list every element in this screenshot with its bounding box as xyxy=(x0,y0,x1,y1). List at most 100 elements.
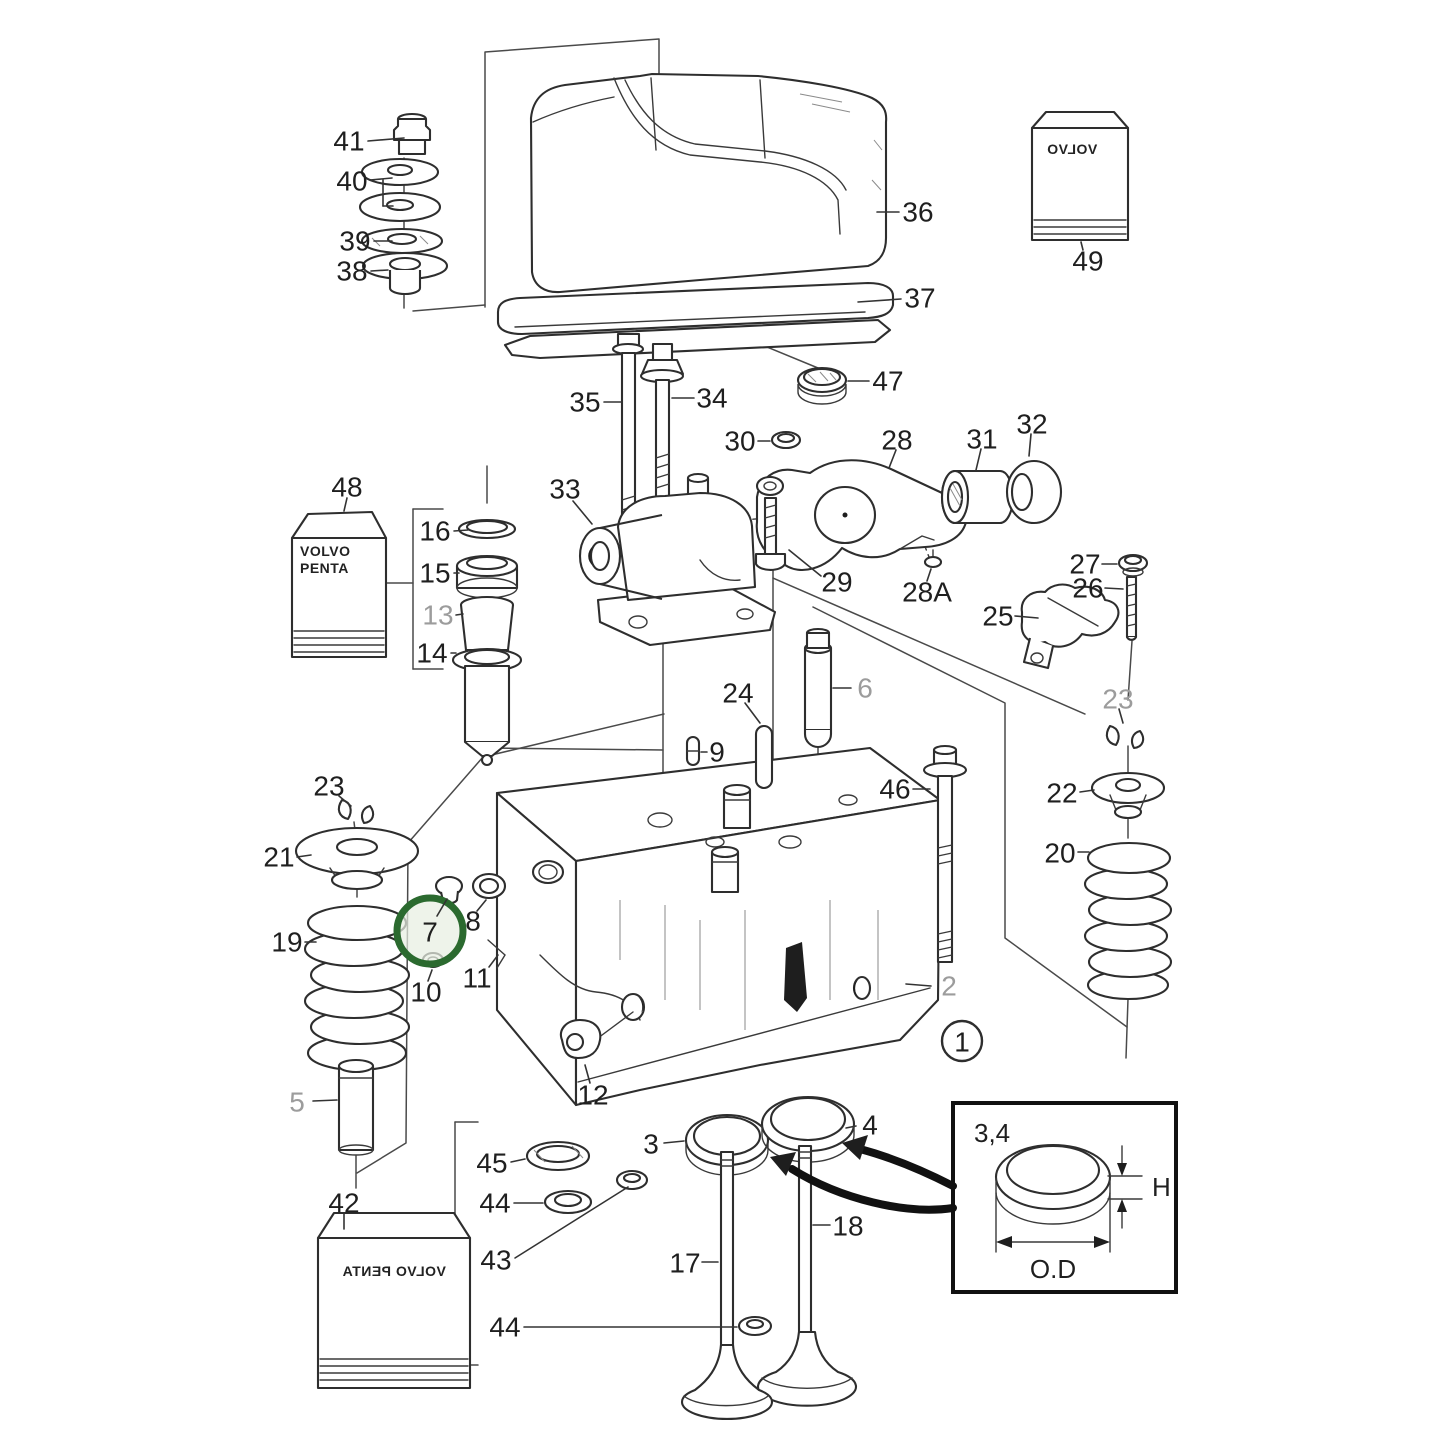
part-label-23: 23 xyxy=(1102,684,1133,715)
leader-line-48 xyxy=(343,497,348,512)
part-label-41: 41 xyxy=(333,126,364,157)
leader-line-33 xyxy=(572,500,593,525)
injector-housing-art xyxy=(578,472,777,647)
inset-part-label: 3,4 xyxy=(974,1118,1010,1148)
leader-line-41 xyxy=(367,137,405,142)
leader-line-28 xyxy=(888,449,897,469)
dowel-pin-art xyxy=(685,735,701,767)
leader-line-16 xyxy=(453,529,469,532)
rocker-roller-art xyxy=(1005,459,1063,525)
part-label-44: 44 xyxy=(479,1188,510,1219)
breather-stack-art xyxy=(358,112,449,296)
assembly-callout-number: 1 xyxy=(954,1027,970,1058)
leader-line-21 xyxy=(296,854,312,858)
leader-line-43 xyxy=(514,1186,629,1259)
part-label-24: 24 xyxy=(722,678,753,709)
leader-line-45 xyxy=(510,1158,526,1163)
head-bolt-art xyxy=(922,744,968,964)
valve-seat-art xyxy=(684,1095,856,1176)
valve-keepers-left-art xyxy=(337,798,375,825)
leader-line-26 xyxy=(1104,587,1124,590)
valve-guide-right-art xyxy=(803,627,833,749)
part-label-42: 42 xyxy=(328,1188,359,1219)
inset-od-label: O.D xyxy=(1030,1254,1076,1284)
brand-text-mirrored: VOLVO PENTA xyxy=(342,1263,446,1279)
part-label-13: 13 xyxy=(422,600,453,631)
part-label-14: 14 xyxy=(416,638,447,669)
part-label-8: 8 xyxy=(465,906,481,937)
injector-stack-art xyxy=(451,518,523,767)
part-label-19: 19 xyxy=(271,927,302,958)
leader-line-37 xyxy=(857,298,902,303)
leader-line-5 xyxy=(312,1099,338,1102)
part-label-36: 36 xyxy=(902,197,933,228)
leader-lines-layer xyxy=(296,137,1124,1328)
part-label-5: 5 xyxy=(289,1087,305,1118)
part-label-28: 28 xyxy=(881,425,912,456)
rocker-arm-art xyxy=(755,459,968,571)
part-label-11: 11 xyxy=(462,963,491,994)
leader-line-31 xyxy=(975,448,982,471)
intake-valve-art xyxy=(680,1150,774,1421)
assembly-callout: 1 xyxy=(940,1019,984,1063)
leader-line-12 xyxy=(584,1064,591,1084)
part-label-44: 44 xyxy=(489,1312,520,1343)
leader-line-28A xyxy=(926,568,932,582)
brand-text: PENTA xyxy=(300,560,349,576)
plug-pin-art xyxy=(923,549,943,569)
part-label-30: 30 xyxy=(724,426,755,457)
part-label-6: 6 xyxy=(857,673,873,704)
part-label-43: 43 xyxy=(480,1245,511,1276)
part-label-48: 48 xyxy=(331,472,362,503)
leader-line-23 xyxy=(338,795,352,807)
part-label-23: 23 xyxy=(313,771,344,802)
oil-plug-art xyxy=(560,1011,634,1060)
part-label-7: 7 xyxy=(422,917,438,948)
part-label-9: 9 xyxy=(709,737,725,768)
leader-line-24 xyxy=(744,702,761,724)
part-label-16: 16 xyxy=(419,516,450,547)
part-label-32: 32 xyxy=(1016,409,1047,440)
inset-height-label: H xyxy=(1152,1172,1171,1202)
leader-line-8 xyxy=(476,899,487,912)
valve-spring-left-art xyxy=(303,904,411,1072)
leader-line-23 xyxy=(1118,708,1124,724)
cylinder-head-art xyxy=(487,746,942,1107)
cover-gasket-art xyxy=(496,281,895,360)
part-label-28A: 28A xyxy=(902,577,952,608)
rocker-bushing-art xyxy=(940,469,1015,525)
brand-text: VOLVO xyxy=(300,543,350,559)
part-label-25: 25 xyxy=(982,601,1013,632)
leader-line-29 xyxy=(788,549,822,577)
part-label-47: 47 xyxy=(872,366,903,397)
rocker-nut-art xyxy=(770,430,802,450)
valve-cover-art xyxy=(529,72,888,294)
gasket-kit-box-48: VOLVO PENTA xyxy=(290,510,388,659)
part-label-27: 27 xyxy=(1069,549,1100,580)
leader-line-10 xyxy=(427,969,433,982)
seal-rings-art xyxy=(525,1140,773,1337)
adjuster-screw-art xyxy=(1125,575,1138,641)
rocker-bolt-art xyxy=(754,496,787,571)
valve-guide-left-art xyxy=(337,1058,375,1156)
part-label-4: 4 xyxy=(862,1110,878,1141)
leader-line-38 xyxy=(370,269,389,272)
leader-line-25 xyxy=(1014,615,1039,619)
valve-spring-right-art xyxy=(1083,841,1173,1001)
leader-line-22 xyxy=(1079,789,1095,793)
brand-text-mirrored: VOLVO xyxy=(1047,141,1097,157)
cover-bolt-art xyxy=(611,332,645,547)
leader-line-13 xyxy=(455,613,464,616)
highlight-circle-part-7[interactable] xyxy=(393,894,467,968)
part-label-31: 31 xyxy=(966,424,997,455)
leader-line-11 xyxy=(488,954,499,968)
leader-line-2 xyxy=(905,983,932,987)
part-label-29: 29 xyxy=(821,567,852,598)
gasket-kit-box-49: VOLVO xyxy=(1030,110,1130,242)
leader-line-4 xyxy=(845,1125,857,1129)
part-label-39: 39 xyxy=(339,226,370,257)
long-bolt-art xyxy=(639,342,685,502)
part-label-37: 37 xyxy=(904,283,935,314)
